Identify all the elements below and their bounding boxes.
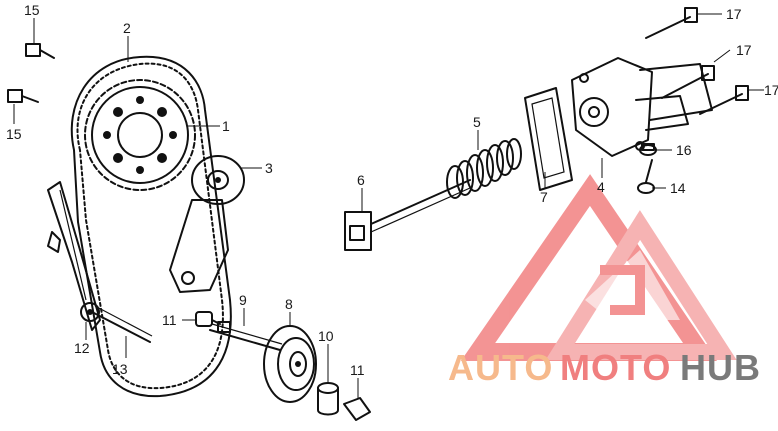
callout-15-bottom: 15 (6, 126, 22, 142)
callout-9: 9 (239, 292, 247, 308)
callout-labels: 1 2 3 4 5 6 7 8 9 10 11 11 12 13 14 15 1… (6, 2, 778, 378)
callout-17-a: 17 (726, 6, 742, 22)
part-bolt-14 (637, 159, 655, 194)
watermark-text-moto: MOTO (560, 347, 671, 388)
part-bolt-11-lower (343, 397, 371, 421)
part-bolt-17-a (645, 7, 698, 39)
callout-15-top: 15 (24, 2, 40, 18)
part-bolt-17-c (699, 85, 749, 115)
callout-10: 10 (318, 328, 334, 344)
part-tensioner-spring (446, 138, 522, 199)
part-tensioner-arm (169, 155, 245, 293)
part-cam-sprocket (84, 79, 196, 191)
callout-17-b: 17 (736, 42, 752, 58)
part-bolt-17-b (661, 65, 715, 99)
callout-5: 5 (473, 114, 481, 130)
watermark-logo (460, 174, 737, 361)
callout-4: 4 (597, 179, 605, 195)
leader-lines (13, 13, 764, 398)
part-tensioner-rod (344, 179, 471, 251)
part-tensioner-roller (263, 325, 317, 403)
watermark-text-hub: HUB (680, 347, 761, 388)
callout-7: 7 (540, 189, 548, 205)
callout-11-lower: 11 (350, 362, 365, 378)
part-sealing-bolt-16 (639, 143, 657, 156)
callout-11-upper: 11 (162, 312, 177, 328)
callout-3: 3 (265, 160, 273, 176)
callout-8: 8 (285, 296, 293, 312)
part-bolt-11-upper (195, 311, 221, 327)
part-bolt-15-bottom (7, 89, 39, 103)
part-chain-guide (47, 181, 101, 331)
part-gasket (524, 87, 573, 191)
callout-12: 12 (74, 340, 90, 356)
watermark-text-auto: AUTO (448, 347, 553, 388)
callout-14: 14 (670, 180, 686, 196)
callout-17-c: 17 (764, 82, 778, 98)
part-collar (317, 382, 339, 416)
part-tensioner-housing (571, 57, 713, 157)
callout-1: 1 (222, 118, 230, 134)
part-tensioner-pushrod (80, 302, 153, 343)
part-cam-chain (70, 55, 232, 398)
part-bolt-15-top (25, 43, 55, 59)
callout-2: 2 (123, 20, 131, 36)
callout-16: 16 (676, 142, 692, 158)
callout-13: 13 (112, 361, 128, 377)
callout-6: 6 (357, 172, 365, 188)
